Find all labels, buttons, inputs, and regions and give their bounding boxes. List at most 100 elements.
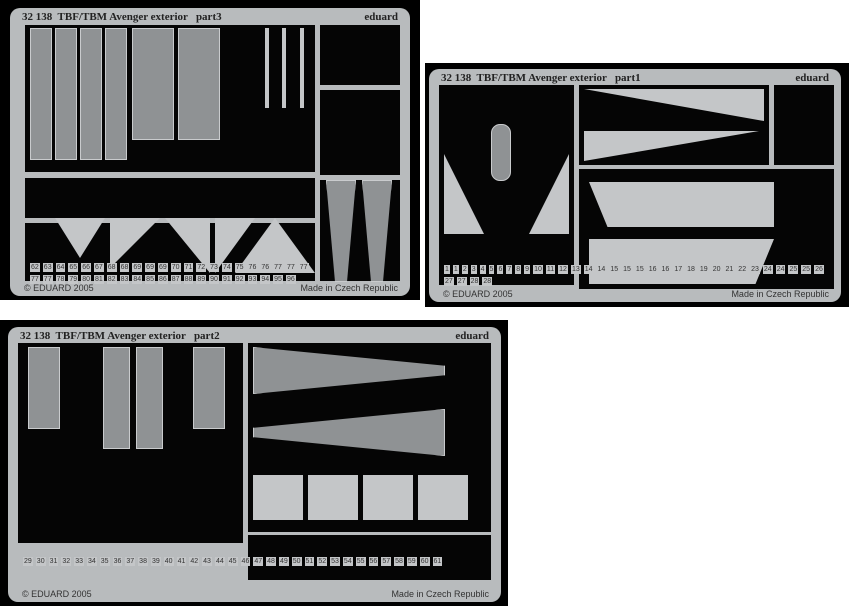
part-number-label: 85 <box>145 275 155 284</box>
part-number-label: 21 <box>724 265 735 274</box>
part-number-label: 6 <box>497 265 504 274</box>
strip-part <box>282 28 286 108</box>
part-number-label: 56 <box>368 557 379 566</box>
fret-part2: 32 138 TBF/TBM Avenger exterior part2 ed… <box>8 327 501 602</box>
part-number-label: 37 <box>125 557 136 566</box>
part-number-label: 3 <box>470 265 477 274</box>
spar-part <box>103 347 130 449</box>
panel-part <box>253 475 303 520</box>
part-number-label: 27 <box>456 277 467 286</box>
strip-part <box>265 28 269 108</box>
part-number-label: 90 <box>209 275 219 284</box>
parts-window <box>25 178 315 218</box>
part-number-label: 15 <box>634 265 645 274</box>
part-number-label: 83 <box>119 275 130 284</box>
part-number-label: 77 <box>42 275 53 284</box>
part-number-label: 69 <box>145 263 155 272</box>
part-number-label: 30 <box>35 557 46 566</box>
part-number-label: 33 <box>74 557 84 566</box>
part-number-label: 28 <box>469 277 480 286</box>
part-number-label: 66 <box>81 263 91 272</box>
part-number-label: 69 <box>157 263 168 272</box>
part-number-label: 94 <box>260 275 271 284</box>
part-number-label: 24 <box>762 265 773 274</box>
fret-part3: 32 138 TBF/TBM Avenger exterior part3 ed… <box>10 8 410 296</box>
panel-part <box>105 28 127 160</box>
part-number-label: 32 <box>61 557 72 566</box>
part-number-label: 36 <box>112 557 123 566</box>
origin-label: Made in Czech Republic <box>731 289 829 299</box>
part-number-label: 81 <box>93 275 104 284</box>
part-number-label: 73 <box>209 263 219 272</box>
part-number-label: 84 <box>132 275 143 284</box>
part-number-label: 2 <box>461 265 468 274</box>
panel-part <box>308 475 358 520</box>
part-number-label: 77 <box>298 263 309 272</box>
part-number-label: 74 <box>221 263 232 272</box>
part-number-label: 57 <box>381 557 392 566</box>
part-number-label: 19 <box>698 265 709 274</box>
part-number-label: 22 <box>737 265 748 274</box>
part-number-label: 27 <box>444 277 454 286</box>
part-number-label: 42 <box>189 557 200 566</box>
parts-window <box>774 85 834 165</box>
fret-part1: 32 138 TBF/TBM Avenger exterior part1 ed… <box>429 69 841 302</box>
part-number-label: 8 <box>515 265 522 274</box>
part-number-label: 28 <box>482 277 493 286</box>
part-number-label: 29 <box>23 557 33 566</box>
spar-part <box>136 347 163 449</box>
part-number-label: 86 <box>157 275 168 284</box>
parts-window <box>320 90 400 175</box>
part-number-label: 77 <box>285 263 296 272</box>
fret-title: 32 138 TBF/TBM Avenger exterior part1 <box>441 72 641 84</box>
part-number-label: 49 <box>278 557 289 566</box>
strip-part <box>300 28 304 108</box>
part-number-label: 45 <box>227 557 238 566</box>
copyright: © EDUARD 2005 <box>443 289 513 299</box>
part-number-label: 62 <box>30 263 40 272</box>
part-number-label: 95 <box>273 275 283 284</box>
curved-part <box>491 124 511 181</box>
part-number-label: 88 <box>183 275 194 284</box>
part-number-label: 17 <box>673 265 684 274</box>
part-number-label: 61 <box>432 557 443 566</box>
part-number-label: 40 <box>163 557 174 566</box>
part-number-label: 89 <box>196 275 207 284</box>
fret-title: 32 138 TBF/TBM Avenger exterior part2 <box>20 330 220 342</box>
copyright: © EDUARD 2005 <box>22 589 92 599</box>
part-number-label: 44 <box>214 557 225 566</box>
part-number-label: 1 <box>444 265 450 274</box>
part-number-label: 25 <box>788 265 799 274</box>
part-number-label: 60 <box>419 557 430 566</box>
part-number-label: 12 <box>558 265 568 274</box>
part-number-label: 55 <box>355 557 366 566</box>
part-number-label: 76 <box>260 263 271 272</box>
panel-part <box>30 28 52 160</box>
origin-label: Made in Czech Republic <box>391 589 489 599</box>
part-number-label: 77 <box>273 263 283 272</box>
panel-part <box>80 28 102 160</box>
part-number-label: 38 <box>138 557 148 566</box>
part-number-label: 82 <box>106 275 117 284</box>
part-number-label: 20 <box>711 265 722 274</box>
part-number-label: 68 <box>106 263 117 272</box>
panel-part <box>363 475 413 520</box>
bay-door-part <box>589 182 774 227</box>
part-number-label: 87 <box>170 275 181 284</box>
part-number-label: 9 <box>524 265 531 274</box>
brand-logo: eduard <box>795 72 829 84</box>
panel-part <box>55 28 77 160</box>
part-number-label: 18 <box>686 265 696 274</box>
part-number-label: 1 <box>452 265 459 274</box>
part-number-label: 46 <box>240 557 251 566</box>
part-number-label: 14 <box>596 265 607 274</box>
part-number-label: 70 <box>170 263 181 272</box>
panel-part <box>28 347 60 429</box>
part-number-label: 16 <box>647 265 658 274</box>
part-number-label: 15 <box>622 265 632 274</box>
part-number-label: 79 <box>68 275 79 284</box>
part-number-label: 15 <box>609 265 620 274</box>
